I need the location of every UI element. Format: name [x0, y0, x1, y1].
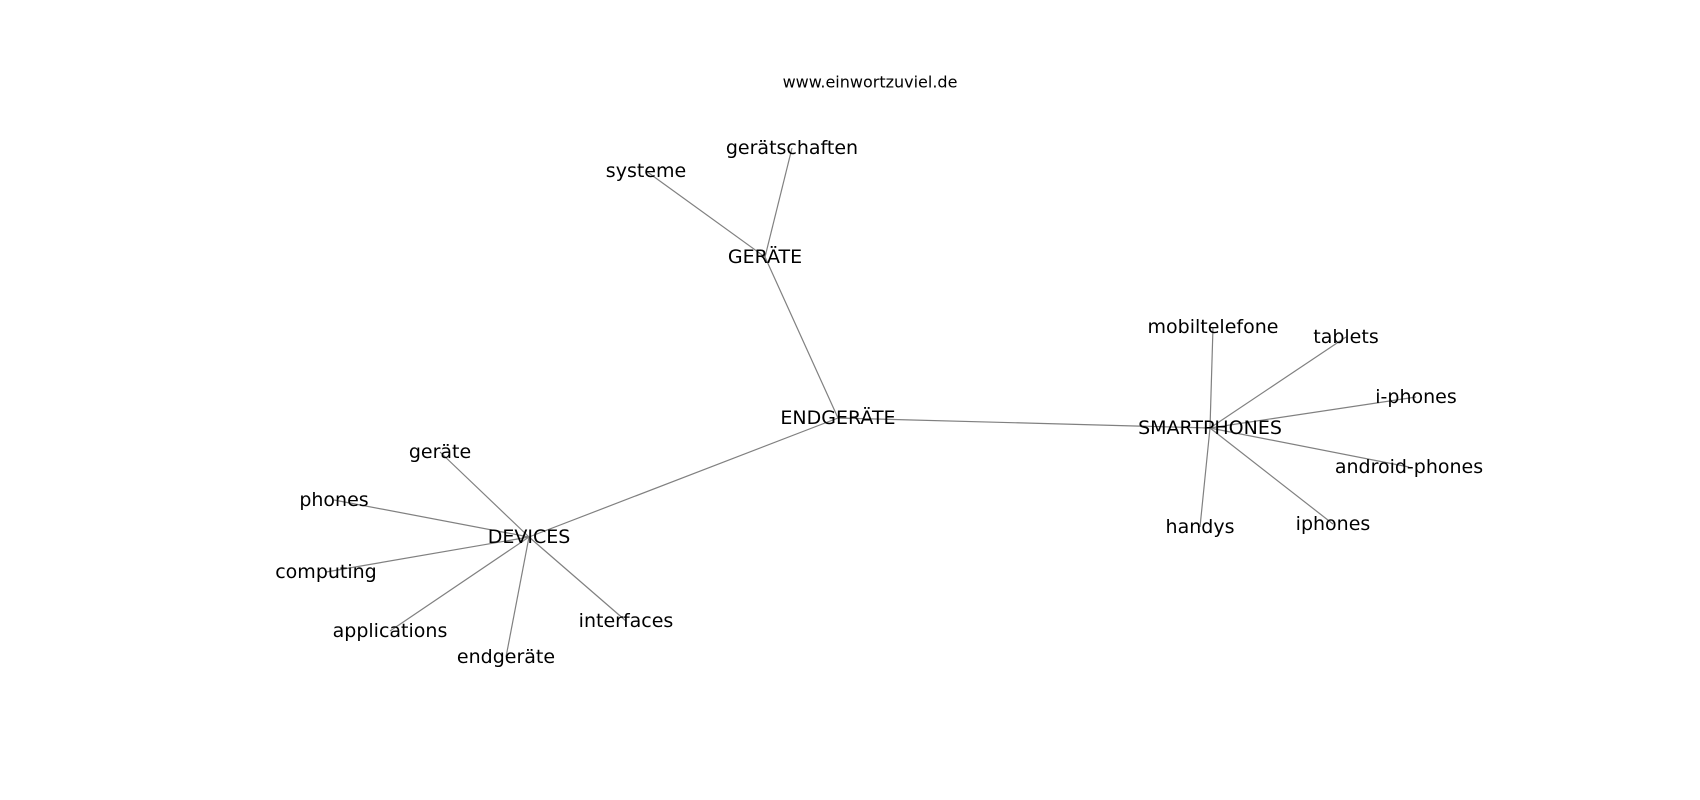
nodes-layer: ENDGERÄTE GERÄTE gerätschaften systemeSMART… [275, 137, 1483, 668]
edge-devices-computing [325, 536, 530, 573]
edge-devices-phones [333, 499, 530, 538]
edge-devices-interfaces [528, 536, 627, 622]
edge-devices-geraete [439, 451, 530, 538]
node-label-handys: handys [1166, 516, 1235, 538]
watermark-text: www.einwortzuviel.de [783, 73, 958, 92]
edge-smartphones-handys [1199, 427, 1211, 528]
edge-geraete_hub-systeme [645, 170, 766, 258]
node-label-computing: computing [275, 561, 377, 583]
node-label-geraete-hub: GERÄTE [728, 245, 802, 268]
node-label-i-phones: i-phones [1375, 386, 1457, 408]
node-label-interfaces: interfaces [579, 610, 674, 632]
node-label-android-phones: android-phones [1335, 456, 1483, 478]
node-label-mobiltelefone: mobiltelefone [1148, 316, 1279, 338]
edge-smartphones-android_phones [1209, 427, 1410, 468]
node-label-geraetschaften: gerätschaften [726, 137, 858, 159]
edge-smartphones-mobiltelefone [1209, 326, 1214, 429]
edge-endgeraete-devices [528, 417, 839, 538]
node-label-phones: phones [299, 489, 368, 511]
edge-endgeraete-smartphones [837, 417, 1211, 429]
node-label-geraete: geräte [409, 441, 471, 463]
node-label-devices: DEVICES [488, 526, 571, 548]
edge-smartphones-i_phones [1209, 396, 1417, 429]
node-label-iphones: iphones [1296, 513, 1371, 535]
edge-smartphones-tablets [1209, 336, 1347, 429]
node-label-smartphones: SMARTPHONES [1138, 417, 1282, 439]
node-label-tablets: tablets [1313, 326, 1378, 348]
edge-smartphones-iphones [1209, 427, 1334, 525]
node-label-endgeraete: ENDGERÄTE [780, 406, 895, 429]
edge-geraete_hub-geraetschaften [764, 147, 793, 258]
edge-devices-applications [389, 536, 530, 632]
edge-devices-endgeraete_leaf [505, 536, 530, 658]
node-label-endgeraete-leaf: endgeräte [457, 646, 555, 668]
edges-layer [325, 147, 1417, 658]
node-label-applications: applications [333, 620, 448, 642]
node-label-systeme: systeme [606, 160, 686, 182]
edge-endgeraete-geraete_hub [764, 256, 839, 419]
